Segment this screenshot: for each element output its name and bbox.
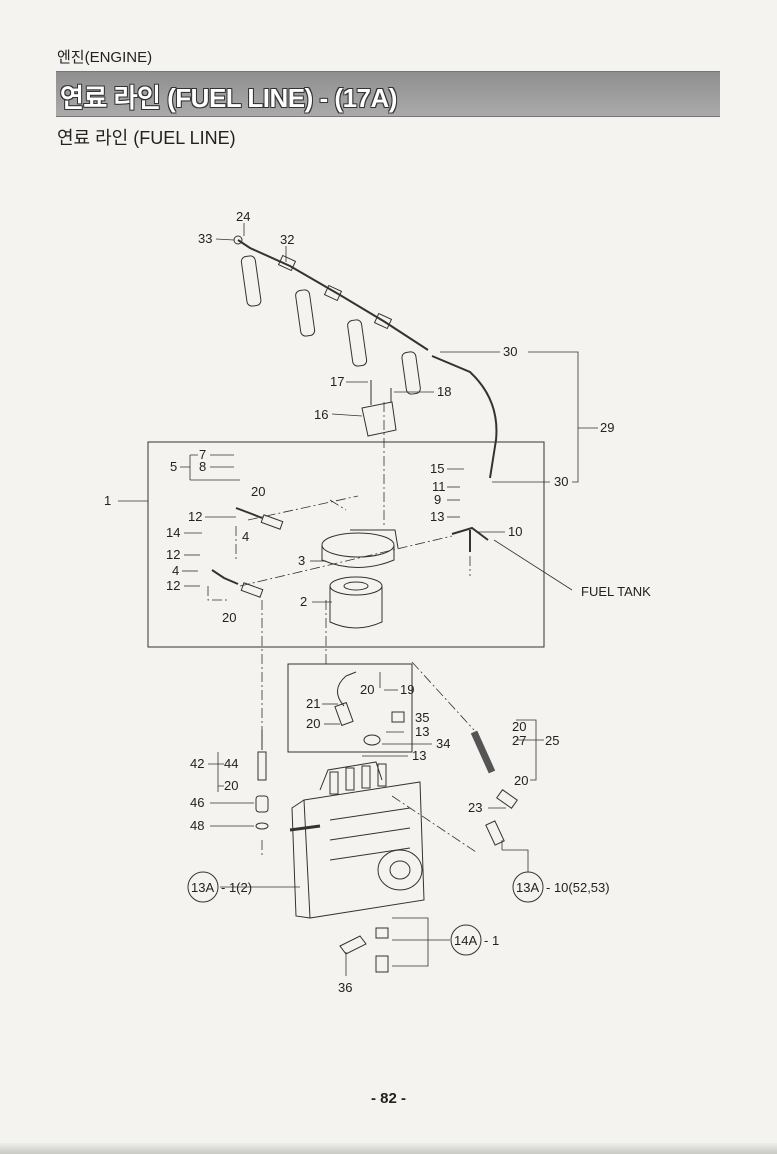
callout-21: 21: [306, 696, 320, 711]
callout-18: 18: [437, 384, 451, 399]
reference-2-id: 13A: [516, 880, 539, 895]
callout-12c: 12: [166, 578, 180, 593]
callout-32: 32: [280, 232, 294, 247]
callout-24: 24: [236, 209, 250, 224]
return-hose: [431, 355, 498, 479]
injector-group: [233, 235, 429, 395]
reference-3-text: - 1: [484, 933, 499, 948]
callout-10: 10: [508, 524, 522, 539]
overflow-valve: [257, 730, 267, 781]
bracket: [361, 401, 397, 437]
scan-edge: [0, 1143, 777, 1154]
callout-16: 16: [314, 407, 328, 422]
callout-4a: 4: [242, 529, 249, 544]
callout-8: 8: [199, 459, 206, 474]
fuel-filter: [329, 576, 383, 596]
callout-1: 1: [104, 493, 111, 508]
callout-15: 15: [430, 461, 444, 476]
callout-17: 17: [330, 374, 344, 389]
callout-46: 46: [190, 795, 204, 810]
page-title: 연료 라인 (FUEL LINE) - (17A): [60, 83, 397, 113]
filter-assembly-box: [147, 441, 545, 648]
reference-circle-1: [187, 871, 219, 903]
reference-2-text: - 10(52,53): [546, 880, 610, 895]
callout-13a: 13: [430, 509, 444, 524]
filter-head: [321, 532, 395, 558]
page-number: - 82 -: [370, 1090, 406, 1107]
callout-34: 34: [436, 736, 450, 751]
callout-35: 35: [415, 710, 429, 725]
callout-27: 27: [512, 733, 526, 748]
fuel-tank-label: FUEL TANK: [581, 584, 651, 599]
callout-11: 11: [432, 479, 446, 494]
section-label: 엔진(ENGINE): [57, 49, 153, 66]
callout-30: 30: [503, 344, 517, 359]
reference-1-id: 13A: [191, 880, 214, 895]
callout-44: 44: [224, 756, 238, 771]
title-bar: 연료 라인 (FUEL LINE) - (17A): [56, 71, 720, 117]
callout-36: 36: [338, 980, 352, 995]
callout-20c: 20: [360, 682, 374, 697]
callout-4b: 4: [172, 563, 179, 578]
hose-assembly-box: [287, 663, 413, 753]
callout-33: 33: [198, 231, 212, 246]
reference-1-text: - 1(2): [221, 880, 252, 895]
callout-19: 19: [400, 682, 414, 697]
callout-20e: 20: [512, 719, 526, 734]
callout-14: 14: [166, 525, 180, 540]
tee-joint: [451, 526, 489, 552]
reference-circle-2: [512, 871, 544, 903]
callout-12a: 12: [188, 509, 202, 524]
diagram-subtitle: 연료 라인 (FUEL LINE): [57, 128, 236, 148]
reference-circle-3: [450, 924, 482, 956]
callout-13c: 13: [412, 748, 426, 763]
callout-20d: 20: [306, 716, 320, 731]
callout-42: 42: [190, 756, 204, 771]
injection-pump: [289, 761, 425, 919]
callout-20a: 20: [251, 484, 265, 499]
reference-3-id: 14A: [454, 933, 477, 948]
callout-20g: 20: [514, 773, 528, 788]
callout-30b: 30: [554, 474, 568, 489]
callout-23: 23: [468, 800, 482, 815]
callout-2: 2: [300, 594, 307, 609]
callout-20f: 20: [224, 778, 238, 793]
callout-29: 29: [600, 420, 614, 435]
callout-25: 25: [545, 733, 559, 748]
callout-13b: 13: [415, 724, 429, 739]
callout-3: 3: [298, 553, 305, 568]
callout-20b: 20: [222, 610, 236, 625]
callout-12b: 12: [166, 547, 180, 562]
callout-7: 7: [199, 447, 206, 462]
callout-48: 48: [190, 818, 204, 833]
callout-9: 9: [434, 492, 441, 507]
callout-5: 5: [170, 459, 177, 474]
